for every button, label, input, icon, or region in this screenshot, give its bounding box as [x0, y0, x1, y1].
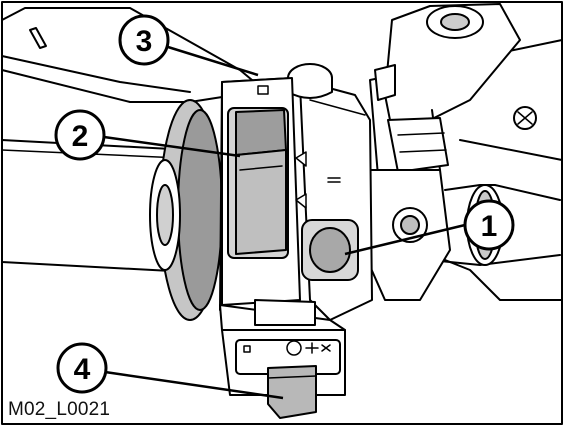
callout-label-1: 1 [481, 210, 498, 243]
stem-nut [387, 117, 449, 173]
figure-caption: M02_L0021 [8, 399, 111, 420]
lower-housing-tab [254, 299, 316, 326]
plate-edge [459, 139, 563, 161]
bracket-edge [1, 55, 191, 93]
callout-circle-3 [118, 14, 170, 66]
callout-label-3: 3 [136, 25, 153, 58]
light-switch-rocker-top [235, 109, 287, 156]
callout-leader-3 [167, 45, 259, 77]
light-switch-rocker-bottom [235, 149, 287, 255]
reservoir-cap-center [440, 13, 470, 31]
lowbeam-symbol-icon [295, 193, 307, 209]
indicator-arrows-icon [305, 342, 331, 354]
bracket-slot [29, 27, 47, 49]
callout-circle-2 [54, 109, 106, 161]
nut-flats [397, 132, 447, 153]
screw-slot [517, 111, 533, 125]
fitting-tab [374, 64, 396, 101]
rocker-ridge [239, 165, 283, 171]
callout-circle-1 [463, 199, 515, 251]
callout-leader-1 [344, 223, 466, 256]
indicator-pictogram-icon [286, 340, 302, 356]
banjo-bolt-center [400, 215, 420, 235]
flash-button-side [287, 77, 333, 99]
callout-leader-4 [104, 370, 284, 400]
indicator-left-mark [243, 345, 251, 353]
grip-flange-inner [177, 109, 223, 311]
horn-symbol-icon [327, 177, 341, 183]
indicator-switch-ridge [267, 375, 317, 379]
housing-top-edge [309, 99, 366, 116]
callout-label-2: 2 [72, 120, 89, 153]
callout-label-4: 4 [74, 353, 91, 386]
grip-end-core [156, 184, 174, 246]
tube-right-bottom [429, 254, 561, 266]
callout-leader-2 [103, 135, 241, 158]
flash-symbol-icon [257, 85, 269, 95]
callout-circle-4 [56, 342, 108, 394]
horn-button [309, 227, 351, 273]
indicator-switch [267, 365, 317, 419]
headlight-symbol-icon [295, 151, 307, 167]
